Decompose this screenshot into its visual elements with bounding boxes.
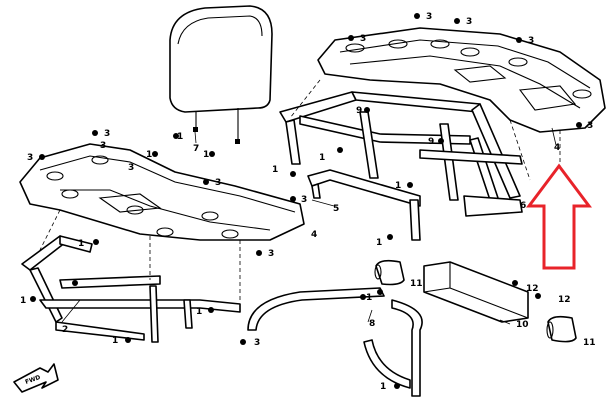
- callout-label: 1: [376, 238, 382, 248]
- bracket: [423, 261, 529, 323]
- callout-label: 3: [128, 163, 134, 173]
- callout-label: 9: [428, 137, 434, 147]
- callout-label: 1: [146, 150, 152, 160]
- callout-label: 9: [356, 106, 362, 116]
- callout-label: 1: [20, 296, 26, 306]
- callout-label: 1: [203, 150, 209, 160]
- callout-label: 11: [410, 279, 423, 289]
- callout-label: 3: [301, 195, 307, 205]
- highlight-arrow-icon: [526, 163, 592, 270]
- callout-label: 3: [268, 249, 274, 259]
- callout-label: 3: [104, 129, 110, 139]
- rear-rack-top: [317, 27, 606, 133]
- fwd-label: FWD: [24, 374, 41, 386]
- spacer-upper: [374, 259, 405, 286]
- callout-label: 3: [466, 17, 472, 27]
- callout-label: 1: [366, 293, 372, 303]
- callout-label: 7: [193, 144, 199, 154]
- backrest: [169, 5, 273, 144]
- callout-label: 2: [62, 325, 68, 335]
- callout-label: 12: [526, 284, 539, 294]
- callout-label: 3: [27, 153, 33, 163]
- callout-label: 3: [100, 141, 106, 151]
- callout-label: 10: [516, 320, 529, 330]
- fwd-arrow-icon: [13, 363, 59, 393]
- callout-label: 3: [360, 34, 366, 44]
- callout-label: 1: [319, 153, 325, 163]
- callout-label: 1: [196, 307, 202, 317]
- callout-label: 6: [520, 201, 526, 211]
- callout-label: 1: [112, 336, 118, 346]
- callout-label: 8: [369, 319, 375, 329]
- callout-label: 3: [528, 36, 534, 46]
- spacer-lower: [546, 315, 577, 343]
- callout-label: 1: [177, 132, 183, 142]
- callout-label: 1: [395, 181, 401, 191]
- crossbar: [307, 169, 421, 241]
- callouts: 3 3 3 3 3 3 3 3 3 3 3 3 4 4 7 1 1 1 9 9 …: [20, 12, 596, 392]
- callout-label: 4: [311, 230, 317, 240]
- callout-label: 1: [272, 165, 278, 175]
- rear-rack-frame: [279, 79, 561, 217]
- front-rack-top: [19, 143, 305, 241]
- callout-label: 1: [78, 239, 84, 249]
- front-rack-frame: [21, 209, 241, 343]
- callout-label: 1: [380, 382, 386, 392]
- grab-handle: [247, 287, 423, 397]
- leader-lines: [61, 127, 557, 325]
- callout-label: 3: [254, 338, 260, 348]
- callout-label: 5: [333, 204, 339, 214]
- callout-label: 3: [426, 12, 432, 22]
- callout-label: 11: [583, 338, 596, 348]
- callout-label: 3: [215, 178, 221, 188]
- callout-label: 3: [587, 121, 593, 131]
- callout-label: 4: [554, 143, 560, 153]
- bolts: [30, 13, 582, 389]
- callout-label: 12: [558, 295, 571, 305]
